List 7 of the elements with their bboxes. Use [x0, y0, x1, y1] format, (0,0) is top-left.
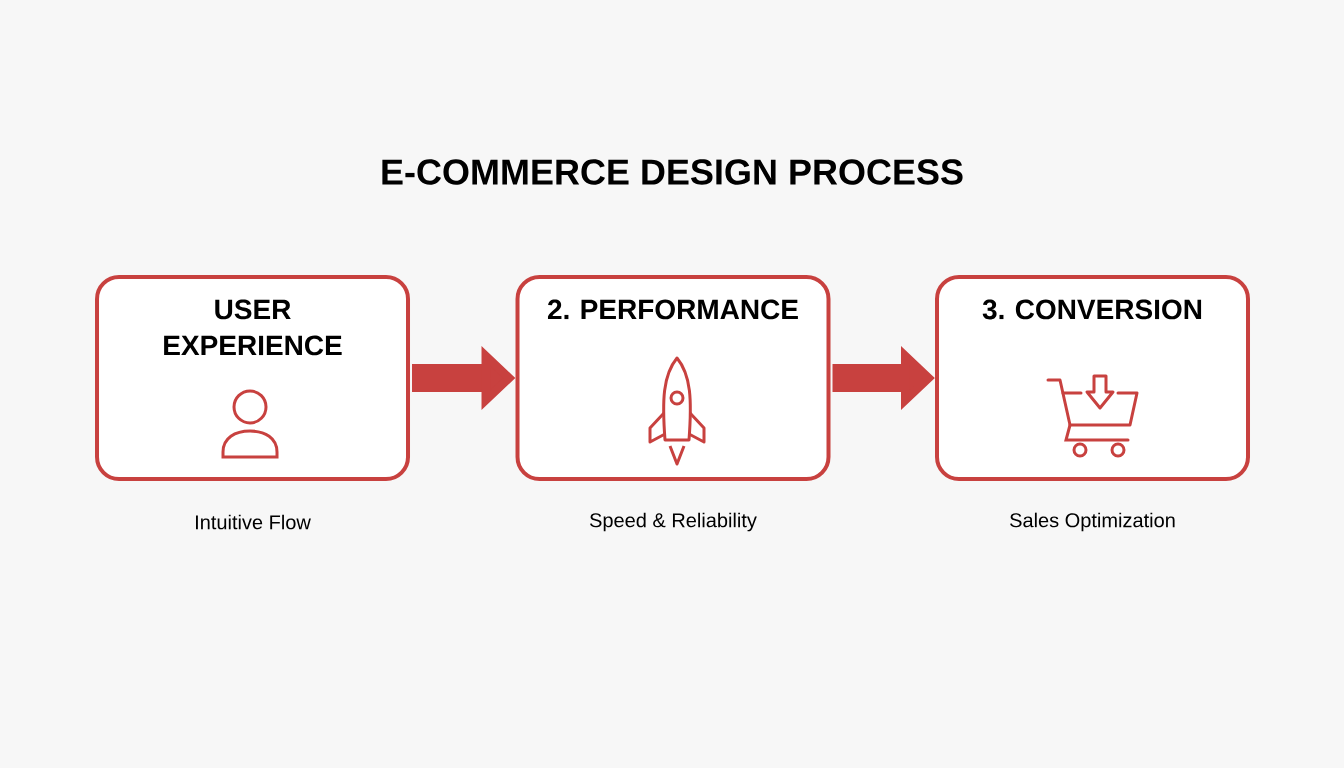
node-label: Intuitive Flow — [196, 514, 311, 530]
title: E-COMMERCE DESIGN PROCESS — [382, 159, 963, 185]
node-label: Sales Optimization — [1010, 512, 1175, 532]
node-label: Speed & Reliability — [590, 512, 757, 532]
process-box: 3. CONVERSION — [935, 275, 1250, 481]
process-box: USER EXPERIENCE — [95, 275, 410, 481]
process-box: 2. PERFORMANCE — [515, 275, 831, 481]
